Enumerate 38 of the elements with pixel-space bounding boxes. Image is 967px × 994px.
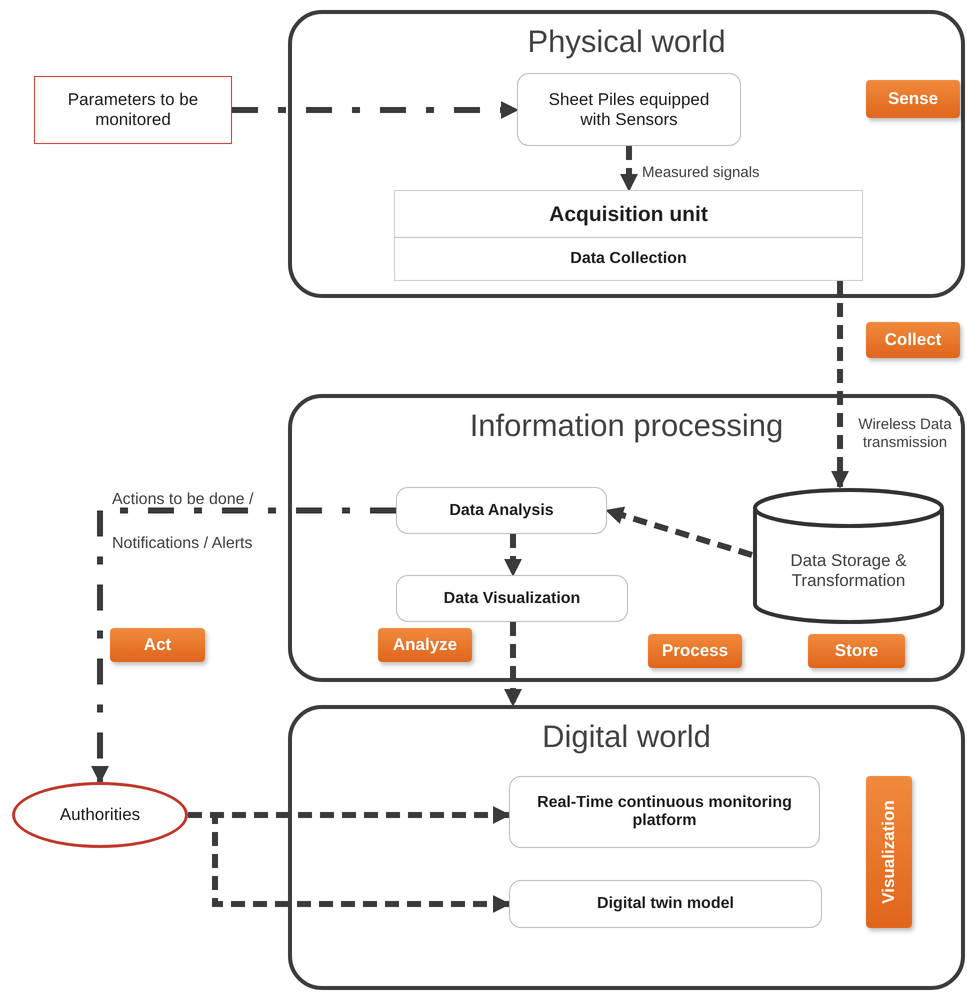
- stage-tag-text: Visualization: [879, 800, 899, 904]
- stage-tag: Process: [648, 634, 742, 668]
- edge-label: Measured signals: [642, 164, 760, 182]
- process-box: [509, 776, 820, 848]
- box-text: Sheet Piles equipped with Sensors: [548, 90, 710, 130]
- stage-tag: Store: [808, 634, 905, 668]
- stage-tag: Act: [110, 628, 205, 662]
- box-text: Data Visualization: [442, 590, 582, 608]
- input-box: [34, 76, 232, 144]
- arrow: [504, 534, 522, 577]
- group-panel: [288, 705, 965, 990]
- box-text: Digital twin model: [596, 895, 735, 913]
- box-text: Data Collection: [569, 249, 688, 269]
- process-box: [517, 73, 741, 146]
- box-text: Parameters to be monitored: [66, 90, 200, 130]
- arrow: [605, 506, 753, 558]
- process-box: [396, 575, 628, 622]
- stage-tag: Analyze: [378, 628, 472, 662]
- process-box: [509, 880, 822, 928]
- process-box: [396, 487, 607, 534]
- unit-box: [394, 190, 863, 281]
- arrow: [504, 622, 522, 707]
- box-text: Data Storage & Transformation: [789, 551, 908, 591]
- panel-title: Information processing: [470, 408, 784, 444]
- panel-title: Physical world: [527, 24, 726, 60]
- box-text: Authorities: [60, 805, 140, 825]
- stage-tag: Sense: [866, 80, 960, 118]
- edge-label: Actions to be done / Notifications / Alerts: [112, 490, 254, 554]
- database-cylinder: [752, 487, 945, 625]
- group-panel: [288, 10, 965, 298]
- arrow: [620, 146, 638, 192]
- arrow: [831, 281, 850, 489]
- group-panel: [288, 394, 965, 682]
- box-title: Acquisition unit: [395, 191, 862, 238]
- box-text: Real-Time continuous monitoring platform: [536, 794, 793, 830]
- panel-title: Digital world: [542, 719, 711, 755]
- box-text: Data Analysis: [448, 502, 555, 520]
- stage-tag: Collect: [866, 322, 960, 358]
